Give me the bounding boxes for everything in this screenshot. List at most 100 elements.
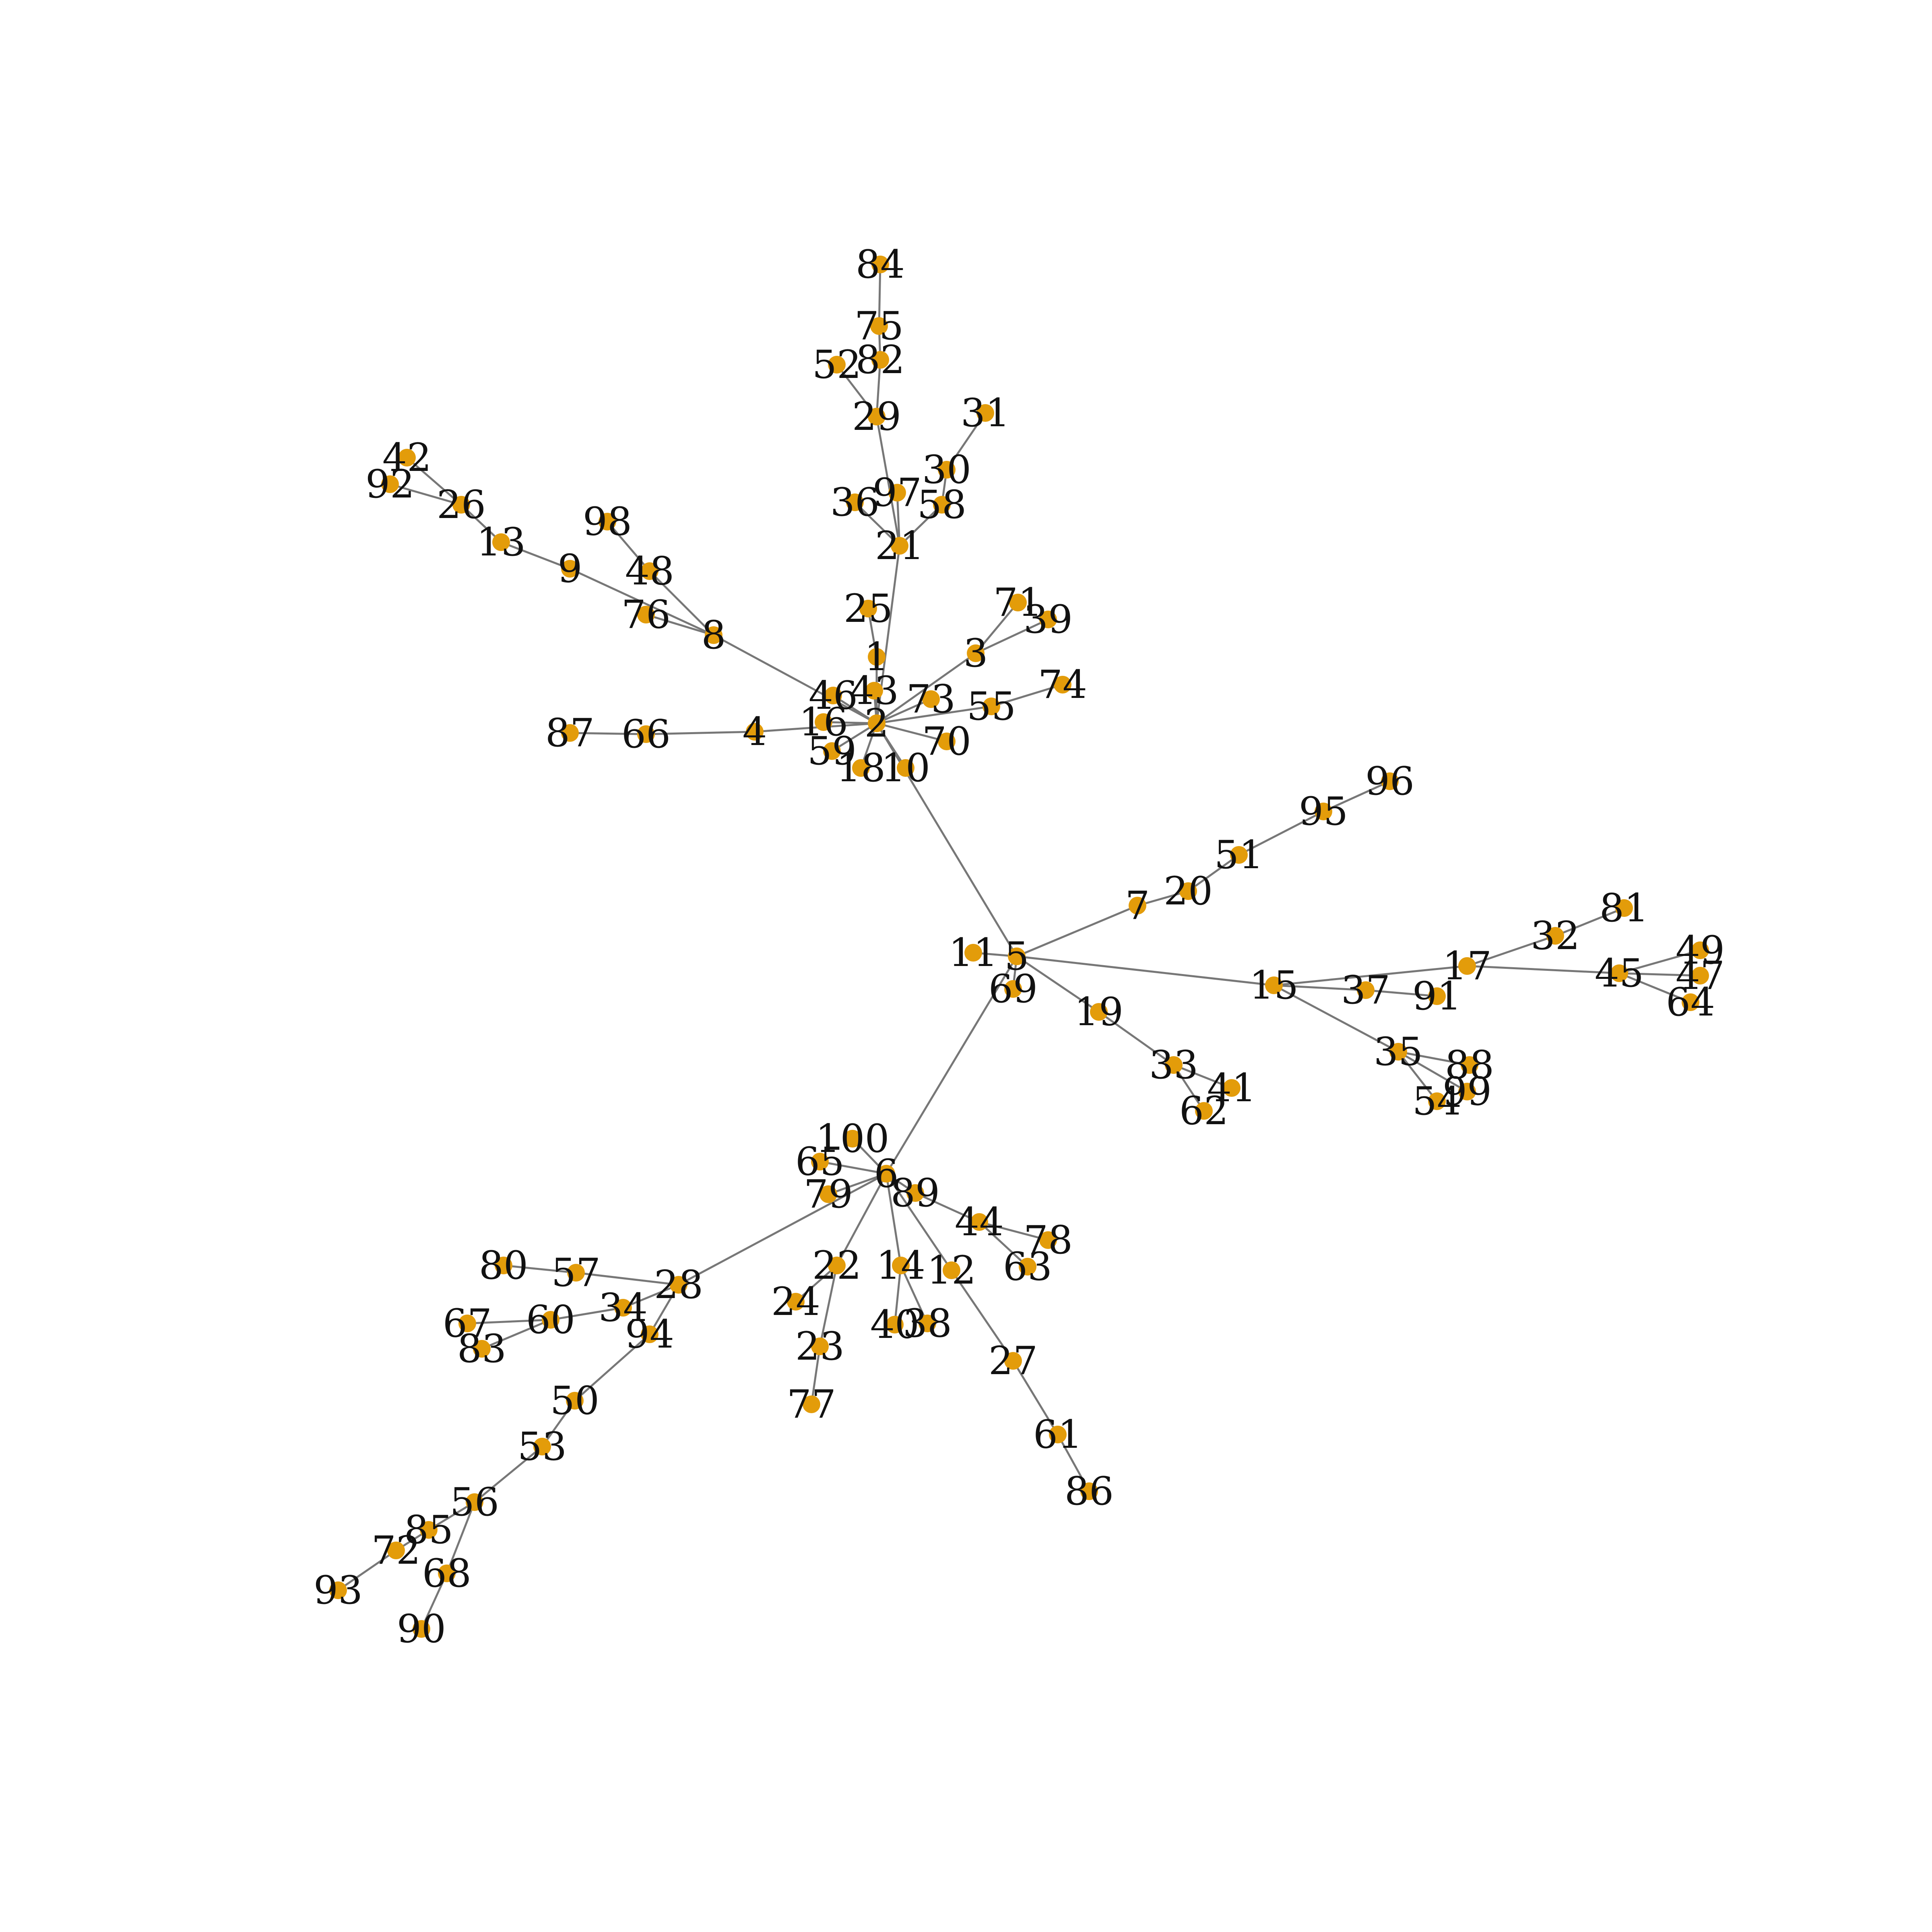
node-label-50: 50 [550, 1378, 599, 1423]
node-92 [381, 475, 399, 493]
node-label-12: 12 [927, 1248, 976, 1293]
node-62 [1195, 1102, 1213, 1120]
edge-8-76 [646, 613, 714, 636]
node-97 [888, 484, 906, 502]
node-label-93: 93 [314, 1568, 363, 1613]
node-66 [637, 725, 655, 743]
node-14 [892, 1257, 910, 1274]
edge-13-26 [460, 504, 502, 543]
node-83 [473, 1340, 491, 1358]
node-76 [637, 606, 655, 623]
node-label-38: 38 [903, 1301, 952, 1346]
edge-12-27 [950, 1269, 1014, 1362]
node-72 [387, 1542, 405, 1559]
node-label-80: 80 [479, 1243, 528, 1288]
node-label-75: 75 [855, 303, 904, 349]
edge-95-96 [1323, 780, 1391, 813]
node-label-15: 15 [1249, 963, 1298, 1008]
edge-2-4 [754, 722, 877, 733]
edge-56-68 [446, 1502, 476, 1574]
node-label-71: 71 [993, 580, 1042, 625]
node-87 [561, 724, 579, 742]
edge-2-73 [876, 698, 932, 724]
edge-30-31 [945, 412, 987, 471]
node-19 [1090, 1003, 1108, 1021]
node-label-85: 85 [404, 1507, 453, 1552]
node-label-78: 78 [1024, 1218, 1073, 1263]
node-label-20: 20 [1164, 869, 1213, 914]
edge-60-67 [467, 1319, 551, 1325]
node-label-17: 17 [1443, 943, 1492, 989]
node-label-49: 49 [1676, 928, 1725, 973]
node-37 [1357, 981, 1375, 999]
edge-5-6 [885, 956, 1018, 1174]
node-51 [1230, 846, 1248, 864]
edge-17-45 [1467, 965, 1620, 974]
edge-35-99 [1397, 1051, 1468, 1093]
node-label-73: 73 [906, 677, 956, 722]
node-50 [566, 1392, 584, 1410]
node-label-90: 90 [397, 1606, 446, 1651]
edge-8-9 [569, 568, 714, 636]
node-label-82: 82 [856, 337, 905, 382]
node-93 [329, 1581, 347, 1599]
node-20 [1179, 882, 1197, 900]
node-label-65: 65 [795, 1139, 844, 1184]
node-label-34: 34 [599, 1285, 648, 1330]
node-label-1: 1 [864, 634, 889, 679]
node-11 [964, 944, 982, 962]
node-21 [891, 537, 908, 555]
node-label-58: 58 [917, 482, 966, 527]
edge-55-74 [991, 683, 1063, 708]
node-23 [811, 1338, 829, 1355]
node-label-43: 43 [850, 668, 899, 713]
node-label-26: 26 [437, 482, 486, 527]
edge-21-58 [899, 504, 943, 547]
node-30 [938, 461, 956, 479]
node-35 [1389, 1043, 1407, 1061]
node-99 [1458, 1083, 1476, 1100]
node-46 [824, 687, 842, 704]
node-label-14: 14 [876, 1243, 925, 1288]
node-label-68: 68 [422, 1551, 471, 1596]
node-84 [871, 256, 889, 273]
edge-35-54 [1397, 1051, 1438, 1102]
labels-layer: 1234567891011121314151617181920212223242… [314, 242, 1725, 1651]
node-label-69: 69 [989, 966, 1038, 1011]
node-55 [983, 698, 1000, 715]
node-25 [859, 600, 877, 617]
edge-14-38 [900, 1265, 929, 1324]
node-label-45: 45 [1595, 951, 1644, 996]
node-43 [865, 682, 883, 700]
node-89 [906, 1184, 924, 1202]
edge-33-62 [1172, 1064, 1205, 1112]
node-label-61: 61 [1033, 1412, 1082, 1457]
node-15 [1265, 976, 1283, 994]
edge-66-87 [570, 732, 646, 735]
node-82 [871, 351, 889, 369]
node-6 [877, 1165, 895, 1183]
node-label-99: 99 [1443, 1069, 1492, 1114]
node-label-74: 74 [1038, 662, 1087, 707]
node-label-88: 88 [1445, 1042, 1494, 1088]
node-label-79: 79 [804, 1172, 853, 1217]
node-53 [533, 1438, 551, 1455]
node-39 [1039, 611, 1057, 628]
edge-44-78 [979, 1221, 1049, 1241]
edge-45-49 [1619, 949, 1701, 974]
node-label-72: 72 [372, 1528, 421, 1573]
edge-21-36 [854, 502, 900, 547]
node-label-86: 86 [1065, 1469, 1114, 1514]
node-label-84: 84 [856, 242, 905, 287]
node-label-46: 46 [809, 673, 858, 718]
node-79 [819, 1185, 837, 1203]
node-95 [1315, 803, 1332, 820]
node-label-60: 60 [526, 1297, 575, 1342]
node-57 [567, 1264, 585, 1282]
node-label-3: 3 [963, 631, 988, 676]
nodes-layer [329, 256, 1709, 1638]
node-12 [943, 1261, 960, 1279]
node-label-77: 77 [787, 1382, 836, 1427]
edge-72-93 [337, 1549, 397, 1591]
node-26 [452, 496, 470, 514]
